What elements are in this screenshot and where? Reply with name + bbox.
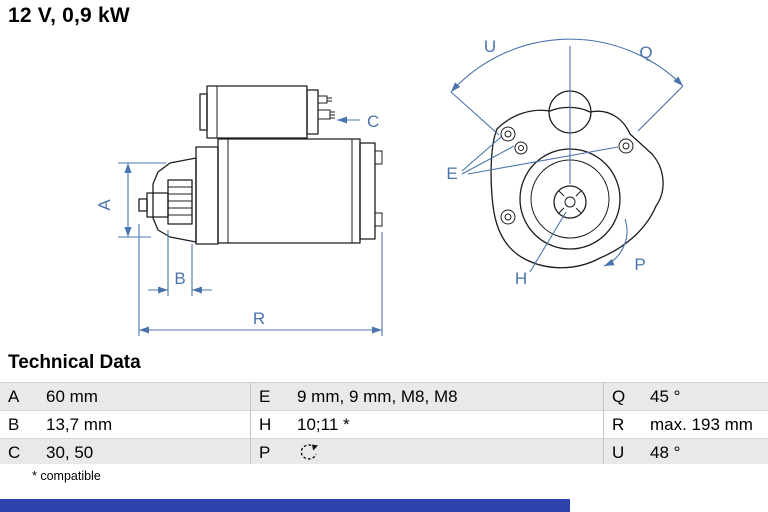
dim-label-r: R [253,309,265,328]
spec-value-c: 30, 50 [46,442,94,462]
spec-key-b: B [8,414,20,434]
side-view-drawing [138,85,383,245]
side-view-dimensions: A B R C [95,112,383,336]
dim-label-h: H [515,269,527,288]
dim-label-q: Q [639,43,652,62]
technical-data-table: A 60 mm E 9 mm, 9 mm, M8, M8 Q 45 ° B 13… [0,382,768,467]
spec-key-a: A [8,386,20,406]
table-row: A 60 mm E 9 mm, 9 mm, M8, M8 Q 45 ° [0,382,768,411]
technical-drawing: A B R C U Q E H P [95,37,684,336]
spec-key-u: U [603,438,642,467]
spec-key-e: E [250,382,289,411]
page-title: 12 V, 0,9 kW [8,4,130,27]
section-title: Technical Data [8,352,141,373]
spec-key-r: R [603,410,642,439]
front-view-drawing [490,90,664,269]
spec-value-p [289,439,604,467]
table-row: C 30, 50 P U 48 ° [0,438,768,467]
footnote: * compatible [0,464,768,488]
rotation-direction-icon [300,444,318,460]
front-view-dimensions: U Q E H P [446,37,684,288]
spec-value-b: 13,7 mm [46,414,113,434]
dim-label-b: B [174,269,185,288]
spec-key-q: Q [603,382,642,411]
spec-key-p: P [250,438,289,467]
spec-value-r: max. 193 mm [650,414,753,434]
dim-label-e: E [446,164,457,183]
spec-value-q: 45 ° [650,386,681,406]
spec-value-u: 48 ° [650,442,681,462]
spec-value-h: 10;11 * [297,414,350,434]
dim-label-p: P [634,255,645,274]
dim-label-u: U [484,37,496,56]
table-row: B 13,7 mm H 10;11 * R max. 193 mm [0,410,768,439]
spec-value-a: 60 mm [46,386,98,406]
dim-label-a: A [95,199,114,211]
footer-bar [0,499,570,512]
dim-label-c: C [367,112,379,131]
spec-value-e: 9 mm, 9 mm, M8, M8 [297,386,458,406]
spec-key-h: H [250,410,289,439]
spec-key-c: C [8,442,21,462]
